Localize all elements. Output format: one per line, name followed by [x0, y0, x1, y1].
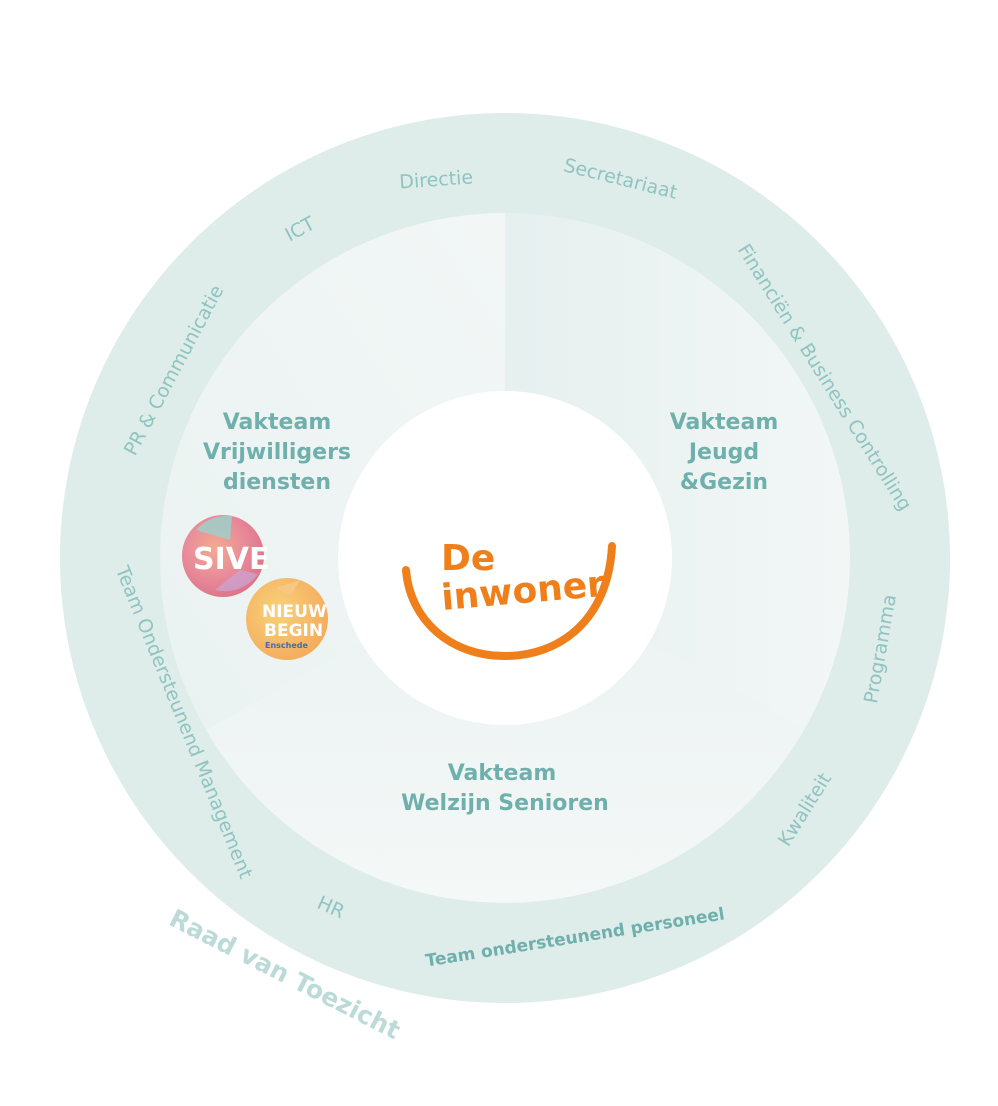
nieuw-begin-sub: Enschede — [265, 641, 309, 650]
segment-welzijn-senioren[interactable] — [206, 558, 804, 903]
sive-badge[interactable]: SIVE — [182, 515, 269, 597]
svg-text:Vakteam: Vakteam — [670, 410, 779, 435]
segments — [160, 213, 850, 903]
segment-title-jeugd: Vakteam Jeugd &Gezin — [670, 410, 779, 495]
svg-text:diensten: diensten — [223, 470, 331, 495]
nieuw-begin-line1: NIEUW — [262, 602, 327, 622]
logo-line1: De — [441, 538, 495, 579]
segment-title-vrijwilligers: Vakteam Vrijwilligers diensten — [203, 410, 351, 495]
svg-text:Vakteam: Vakteam — [448, 761, 557, 786]
paper-plane-icon — [276, 580, 300, 596]
nieuw-begin-line2: BEGIN — [264, 621, 323, 641]
svg-text:&Gezin: &Gezin — [680, 470, 768, 495]
segment-title-senioren: Vakteam Welzijn Senioren — [401, 761, 609, 816]
smile-arc-icon — [402, 542, 616, 661]
svg-text:Welzijn Senioren: Welzijn Senioren — [401, 791, 609, 816]
svg-text:Vakteam: Vakteam — [223, 410, 332, 435]
svg-text:Jeugd: Jeugd — [687, 440, 759, 465]
nieuw-begin-badge[interactable]: NIEUW BEGIN Enschede — [246, 578, 328, 660]
label-directie[interactable]: Directie — [399, 166, 474, 193]
de-inwoner-logo[interactable]: De inwoner — [402, 538, 616, 661]
sive-logo-text: SIVE — [193, 542, 269, 577]
center-circle — [338, 391, 672, 725]
svg-text:Vrijwilligers: Vrijwilligers — [203, 440, 351, 465]
